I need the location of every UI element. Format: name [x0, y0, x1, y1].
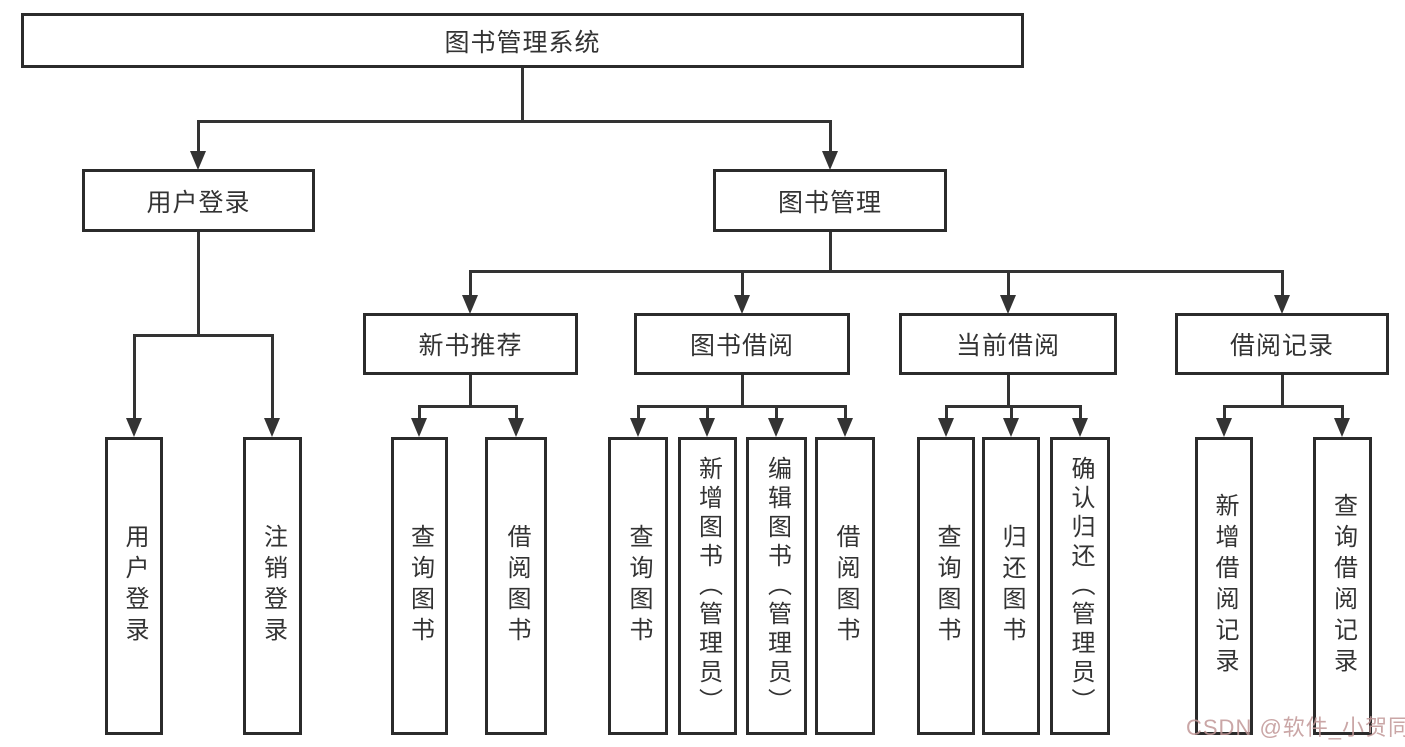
arrow-down-icon	[630, 418, 646, 437]
arrow-down-icon	[462, 295, 478, 314]
connector-stem	[1281, 270, 1284, 296]
connector-stem	[469, 375, 472, 407]
connector-stem	[418, 405, 421, 419]
node-book-management: 图书管理	[713, 169, 947, 232]
leaf-query-books-1: 查询图书	[391, 437, 448, 735]
connector-stem	[1010, 405, 1013, 419]
leaf-label: 查询图书	[625, 524, 652, 648]
node-label: 图书管理系统	[444, 28, 601, 57]
arrow-down-icon	[126, 418, 142, 437]
leaf-label: 编辑图书（管理员）	[763, 455, 791, 717]
node-label: 当前借阅	[955, 332, 1060, 360]
connector-stem	[197, 232, 200, 336]
connector-stem	[1079, 405, 1082, 419]
connector-stem	[133, 334, 136, 419]
leaf-borrow-books-1: 借阅图书	[485, 437, 547, 735]
arrow-down-icon	[1072, 418, 1088, 437]
leaf-label: 归还图书	[998, 524, 1025, 648]
connector-stem	[829, 120, 832, 152]
connector-stem	[706, 405, 709, 419]
arrow-down-icon	[264, 418, 280, 437]
arrow-down-icon	[1216, 418, 1232, 437]
leaf-query-borrow-record: 查询借阅记录	[1313, 437, 1372, 735]
node-label: 图书管理	[777, 188, 882, 217]
connector-group-bar	[418, 405, 518, 408]
arrow-down-icon	[1003, 418, 1019, 437]
connector-stem	[637, 405, 640, 419]
node-library-management-system: 图书管理系统	[21, 13, 1024, 68]
connector-stem	[829, 232, 832, 273]
leaf-edit-book-admin: 编辑图书（管理员）	[746, 437, 807, 735]
node-label: 借阅记录	[1229, 332, 1334, 360]
leaf-borrow-books-2: 借阅图书	[815, 437, 875, 735]
node-current-borrow: 当前借阅	[899, 313, 1117, 375]
leaf-label: 新增图书（管理员）	[694, 455, 722, 717]
node-borrow-records: 借阅记录	[1175, 313, 1389, 375]
connector-stem	[197, 120, 200, 152]
connector-group-bar	[637, 405, 847, 408]
connector-stem	[741, 375, 744, 407]
connector-root-stem	[521, 68, 524, 123]
connector-group-bar	[1223, 405, 1344, 408]
connector-stem	[1281, 375, 1284, 407]
connector-stem	[515, 405, 518, 419]
connector-level1-bar	[197, 120, 832, 123]
arrow-down-icon	[1334, 418, 1350, 437]
leaf-query-books-3: 查询图书	[917, 437, 975, 735]
leaf-label: 借阅图书	[503, 524, 530, 648]
leaf-confirm-return-admin: 确认归还（管理员）	[1050, 437, 1110, 735]
leaf-return-book: 归还图书	[982, 437, 1040, 735]
connector-stem	[1223, 405, 1226, 419]
arrow-down-icon	[734, 295, 750, 314]
leaf-user-login: 用户登录	[105, 437, 163, 735]
connector-level2-bar	[469, 270, 1284, 273]
leaf-add-book-admin: 新增图书（管理员）	[678, 437, 737, 735]
node-book-borrow: 图书借阅	[634, 313, 850, 375]
node-user-login: 用户登录	[82, 169, 315, 232]
leaf-add-borrow-record: 新增借阅记录	[1195, 437, 1253, 735]
arrow-down-icon	[938, 418, 954, 437]
connector-stem	[844, 405, 847, 419]
arrow-down-icon	[1000, 295, 1016, 314]
connector-stem	[271, 334, 274, 419]
connector-stem	[741, 270, 744, 296]
connector-stem	[469, 270, 472, 296]
leaf-label: 确认归还（管理员）	[1067, 455, 1094, 717]
arrow-down-icon	[768, 418, 784, 437]
connector-stem	[945, 405, 948, 419]
arrow-down-icon	[411, 418, 427, 437]
node-label: 图书借阅	[689, 332, 794, 360]
connector-stem	[1007, 375, 1010, 407]
leaf-label: 查询借阅记录	[1329, 493, 1357, 679]
leaf-label: 查询图书	[933, 524, 960, 648]
arrow-down-icon	[508, 418, 524, 437]
leaf-label: 新增借阅记录	[1211, 493, 1238, 679]
leaf-logout: 注销登录	[243, 437, 302, 735]
node-label: 用户登录	[146, 188, 251, 217]
leaf-label: 查询图书	[406, 524, 434, 648]
arrow-down-icon	[699, 418, 715, 437]
connector-bar	[133, 334, 274, 337]
watermark-text: CSDN @软件_小贺同学	[1186, 715, 1405, 740]
arrow-down-icon	[837, 418, 853, 437]
leaf-label: 用户登录	[121, 524, 148, 648]
arrow-down-icon	[190, 151, 206, 170]
connector-group-bar	[945, 405, 1082, 408]
arrow-down-icon	[1274, 295, 1290, 314]
connector-stem	[775, 405, 778, 419]
leaf-query-books-2: 查询图书	[608, 437, 668, 735]
node-new-book-recommend: 新书推荐	[363, 313, 578, 375]
connector-stem	[1007, 270, 1010, 296]
node-label: 新书推荐	[418, 332, 523, 360]
leaf-label: 借阅图书	[832, 524, 859, 648]
arrow-down-icon	[822, 151, 838, 170]
leaf-label: 注销登录	[259, 524, 287, 648]
connector-stem	[1341, 405, 1344, 419]
